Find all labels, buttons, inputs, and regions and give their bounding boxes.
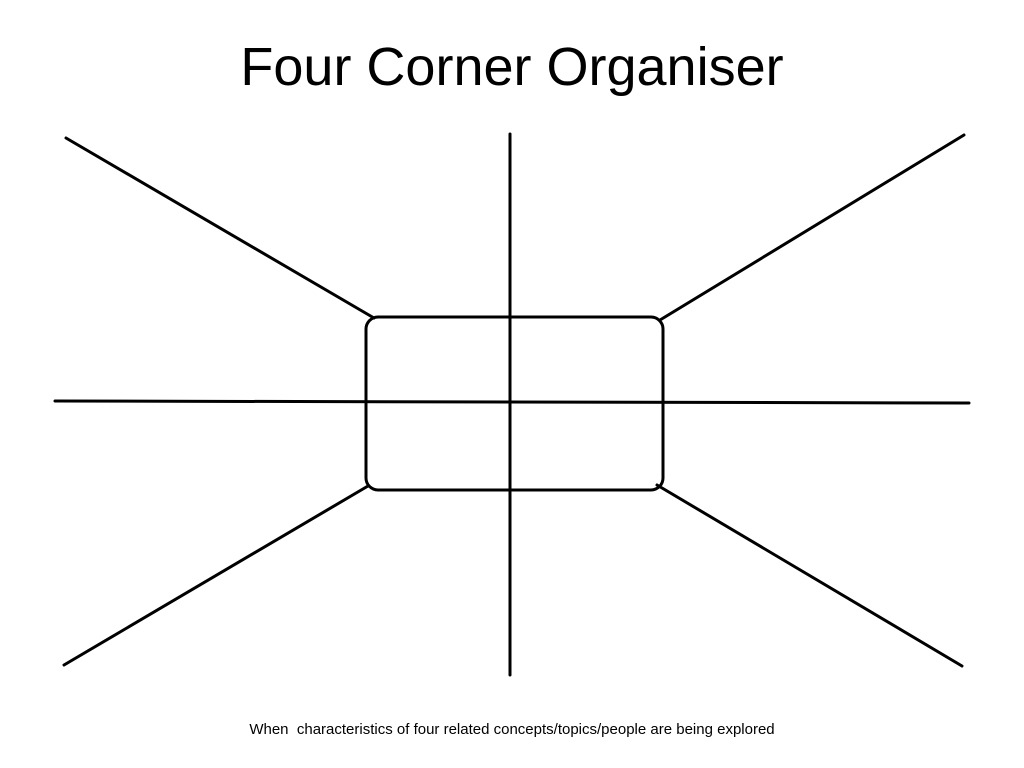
spoke-top-left [64,136,376,320]
spoke-bottom-right [655,483,964,668]
slide-title: Four Corner Organiser [240,37,784,97]
spoke-top-right [658,133,966,322]
slide-caption: When characteristics of four related con… [249,721,775,738]
spoke-bottom-left [62,484,370,667]
horizontal-axis [53,399,971,405]
